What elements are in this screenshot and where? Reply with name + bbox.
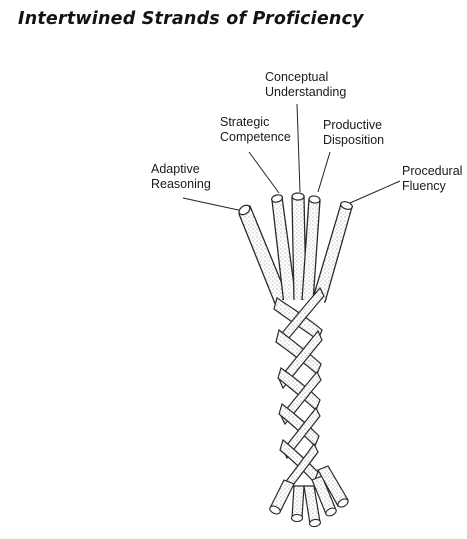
- strand-end: [292, 515, 303, 522]
- leader-line-adaptive: [183, 198, 243, 211]
- strand-bottom: [292, 486, 304, 518]
- strand-end: [292, 193, 304, 200]
- leader-line-procedural: [350, 181, 400, 203]
- rope-strands-upper: [239, 196, 352, 306]
- leader-line-productive: [318, 152, 330, 192]
- rope-braid: [274, 288, 324, 492]
- leader-line-strategic: [249, 152, 279, 193]
- leader-line-conceptual: [297, 104, 300, 192]
- leader-lines: [183, 104, 400, 211]
